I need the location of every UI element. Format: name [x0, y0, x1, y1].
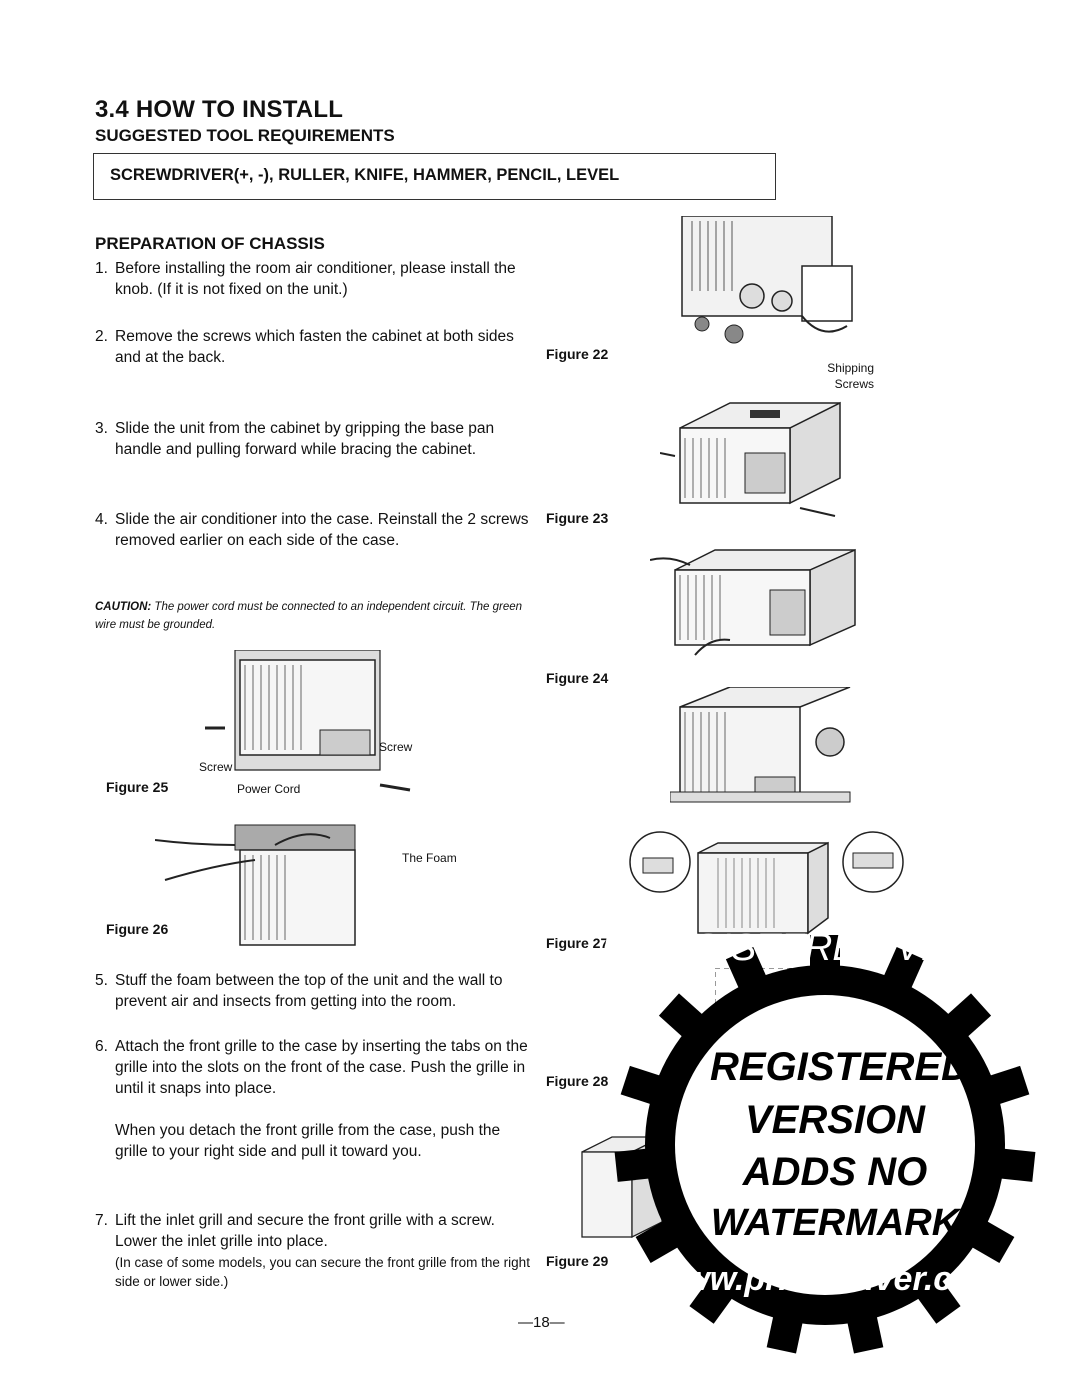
tools-list: SCREWDRIVER(+, -), RULLER, KNIFE, HAMMER… [110, 166, 620, 184]
figure-26-label: Figure 26 [106, 921, 169, 937]
watermark-line1: REGISTERED [710, 1045, 970, 1089]
power-cord-label: Power Cord [237, 782, 301, 796]
figure-25-illustration [670, 687, 855, 812]
step-number: 6. [95, 1038, 108, 1055]
caution-note: CAUTION: The power cord must be connecte… [95, 598, 535, 634]
step-number: 3. [95, 420, 108, 437]
step-4: 4. Slide the air conditioner into the ca… [95, 509, 535, 551]
step-number: 1. [95, 260, 108, 277]
step-7: 7. Lift the inlet grill and secure the f… [95, 1210, 535, 1252]
figure-22-label: Figure 22 [546, 346, 609, 362]
shipping-screws-label: Shipping Screws [827, 361, 874, 391]
step-7-note: (In case of some models, you can secure … [115, 1255, 530, 1289]
step-text: When you detach the front grille from th… [115, 1122, 501, 1160]
figure-28-label: Figure 28 [546, 1073, 609, 1089]
step-number: 5. [95, 972, 108, 989]
step-text: Slide the air conditioner into the case.… [115, 511, 529, 549]
watermark-seal: UNREGISTERED VERSION REGISTERED VERSION … [583, 905, 1067, 1380]
step-number: 2. [95, 328, 108, 345]
foam-label: The Foam [402, 851, 457, 865]
step-2: 2. Remove the screws which fasten the ca… [95, 326, 535, 368]
figure-24-label: Figure 24 [546, 670, 609, 686]
figure-29-label: Figure 29 [546, 1253, 609, 1269]
figure-27-illustration [628, 828, 908, 938]
section-title: PREPARATION OF CHASSIS [95, 234, 325, 253]
step-6-detach: When you detach the front grille from th… [95, 1120, 535, 1162]
tool-requirements-heading: SUGGESTED TOOL REQUIREMENTS [95, 126, 395, 145]
page-number: —18— [518, 1314, 565, 1331]
step-5: 5. Stuff the foam between the top of the… [95, 970, 535, 1012]
step-text: Stuff the foam between the top of the un… [115, 972, 503, 1010]
watermark-ring-top: UNREGISTERED VERSION [600, 927, 1050, 969]
step-number: 7. [95, 1212, 108, 1229]
page-title: 3.4 HOW TO INSTALL [95, 96, 344, 123]
figure-25-label: Figure 25 [106, 779, 169, 795]
step-text: Remove the screws which fasten the cabin… [115, 328, 514, 366]
tools-box: SCREWDRIVER(+, -), RULLER, KNIFE, HAMMER… [93, 153, 776, 200]
step-text: Lift the inlet grill and secure the fron… [115, 1212, 495, 1250]
figure-26-foam-illustration [155, 820, 375, 950]
figure-24-illustration [650, 545, 860, 660]
step-3: 3. Slide the unit from the cabinet by gr… [95, 418, 535, 460]
figure-26-illustration [205, 650, 425, 800]
figure-27-label: Figure 27 [546, 935, 609, 951]
step-text: Slide the unit from the cabinet by gripp… [115, 420, 495, 458]
step-6: 6. Attach the front grille to the case b… [95, 1036, 535, 1099]
step-text: Before installing the room air condition… [115, 260, 516, 298]
figure-22-illustration [652, 216, 862, 351]
step-number: 4. [95, 511, 108, 528]
watermark-line2: VERSION [745, 1098, 926, 1142]
screw-label-left: Screw [199, 760, 233, 774]
step-1: 1. Before installing the room air condit… [95, 258, 535, 300]
caution-text: The power cord must be connected to an i… [95, 601, 523, 631]
watermark-site: www.print-driver.com [657, 1260, 1003, 1298]
watermark-line3: ADDS NO [742, 1150, 927, 1194]
caution-label: CAUTION: [95, 601, 152, 613]
screw-label-right: Screw [379, 740, 413, 754]
watermark-line4: WATERMARK [711, 1202, 962, 1244]
figure-23-illustration [660, 398, 850, 523]
figure-23-label: Figure 23 [546, 510, 609, 526]
step-text: Attach the front grille to the case by i… [115, 1038, 528, 1097]
